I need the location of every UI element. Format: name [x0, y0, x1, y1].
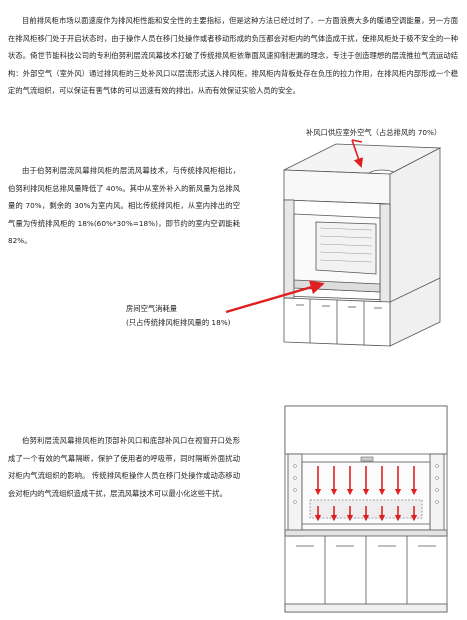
- room-air-note: (只占传统排风柜排风量的 18%): [126, 318, 231, 327]
- room-air-label: 房间空气消耗量: [126, 304, 178, 313]
- room-air-arrow: [225, 280, 325, 314]
- intro-paragraph: 目前排风柜市场以面速度作为排风柜性能和安全性的主要指标，但是这种方法已经过时了，…: [8, 16, 458, 95]
- supply-air-arrow: [351, 139, 364, 168]
- energy-paragraph: 由于伯努利层流风幕排风柜的层流风幕技术，与传统排风柜相比，伯努利排风柜总排风量降…: [8, 166, 240, 245]
- air-curtain-bottom-arrows: [314, 506, 418, 522]
- air-curtain-arrows: [314, 466, 418, 496]
- air-curtain-paragraph: 伯努利层流风幕排风柜的顶部补风口和底部补风口在视窗开口处形成了一个有效的气幕隔断…: [8, 436, 240, 498]
- fume-hood-isometric-icon: [283, 143, 442, 347]
- supply-air-label: 补风口供应室外空气（占总排风的 70%）: [306, 128, 442, 137]
